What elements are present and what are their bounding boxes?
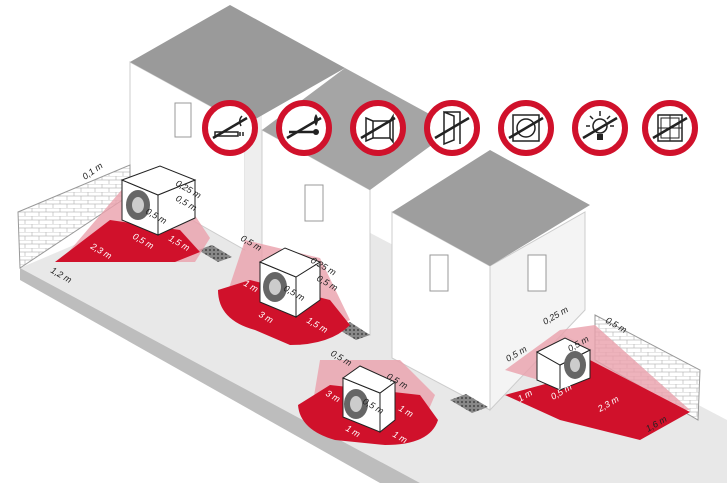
- heat-pump-unit-middle: [258, 247, 322, 318]
- heat-pump-unit-right: [535, 337, 592, 391]
- drain-grate: [198, 245, 232, 262]
- heat-pump-unit-left: [120, 165, 197, 236]
- no-ventilation-opening-icon: [498, 100, 554, 156]
- no-light-icon: [572, 100, 628, 156]
- no-open-window-icon: [350, 100, 406, 156]
- heat-pump-unit-front: [341, 365, 396, 434]
- no-smoking-icon: [202, 100, 258, 156]
- drain-grate: [450, 394, 488, 413]
- house-3: [391, 150, 590, 412]
- house-1: [129, 5, 345, 251]
- prohibition-signs: [202, 100, 698, 156]
- no-window-icon: [642, 100, 698, 156]
- no-door-icon: [424, 100, 480, 156]
- no-open-flame-icon: [276, 100, 332, 156]
